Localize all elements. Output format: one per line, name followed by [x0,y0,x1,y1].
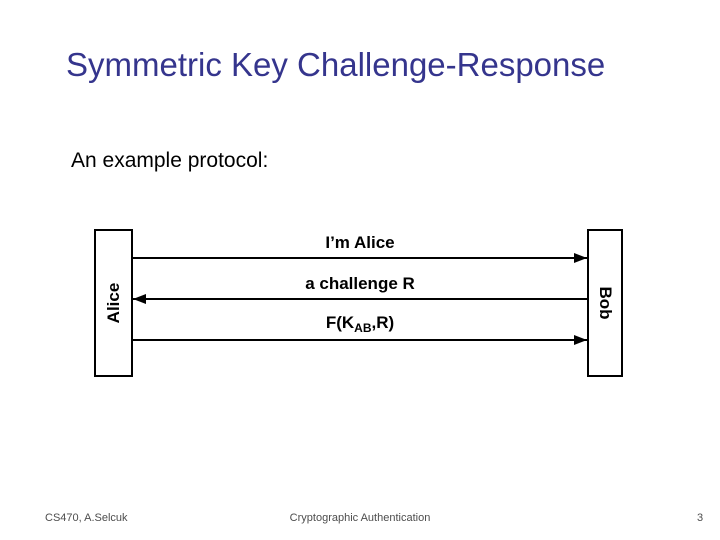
footer-lecture-title: Cryptographic Authentication [289,512,431,524]
arrowhead-right-icon [574,253,587,263]
message-arrow-2 [133,294,587,304]
message-arrow-3 [133,335,587,345]
footer-course-label: CS470, A.Selcuk [45,512,128,524]
arrowhead-left-icon [133,294,146,304]
slide-subtitle: An example protocol: [71,149,269,172]
actor-box-bob: Bob [587,229,623,377]
actor-label-alice: Alice [103,282,123,324]
actor-box-alice: Alice [94,229,133,377]
response-formula-suffix: ,R) [371,313,395,332]
message-label-response: F(KAB,R) [133,313,587,334]
slide-title: Symmetric Key Challenge-Response [66,46,606,83]
message-label-im-alice: I’m Alice [325,233,395,252]
actor-label-bob: Bob [596,286,615,320]
response-formula-prefix: F(K [325,313,355,332]
message-label-challenge: a challenge R [305,274,415,293]
footer-page-number: 3 [696,512,704,524]
arrowhead-right-icon [574,335,587,345]
message-arrow-1 [133,253,587,263]
response-formula-subscript: AB [354,321,372,335]
